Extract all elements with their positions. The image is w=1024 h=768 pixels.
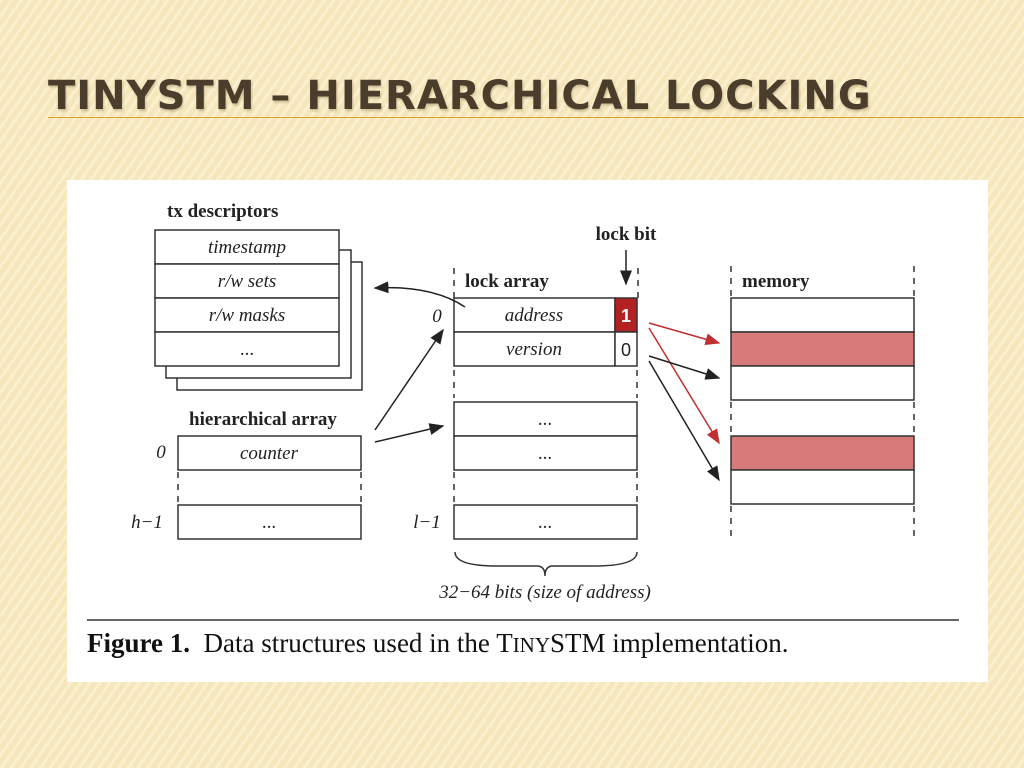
counter-to-lock-arrow — [374, 423, 445, 443]
lock-entry-last — [453, 504, 638, 540]
lock-entry — [453, 401, 638, 437]
lock-bit-clear — [614, 331, 638, 367]
caption-tinystm-t: T — [496, 628, 513, 658]
locked-pointer-arrow — [648, 327, 720, 445]
caption-tinystm-iny: INY — [512, 633, 551, 657]
figure-caption: Figure 1. Data structures used in the TI… — [87, 628, 789, 659]
tx-row-rw-sets — [154, 263, 340, 299]
memory-cell — [730, 297, 915, 333]
locked-pointer-arrow — [648, 322, 721, 346]
tinystm-diagram: tx descriptors timestamp r/w sets r/w ma… — [87, 201, 959, 621]
tx-row-label: ... — [240, 339, 254, 360]
lock-bit-label: lock bit — [596, 224, 657, 245]
tx-row-label: r/w sets — [218, 271, 277, 292]
lock-array-title: lock array — [465, 271, 549, 292]
slide-title: TINYSTM – HIERARCHICAL LOCKING — [48, 73, 872, 119]
caption-tinystm-stm: STM — [550, 628, 606, 658]
tx-row-label: r/w masks — [209, 305, 286, 326]
version-pointer-arrow — [648, 360, 720, 482]
memory-cell-locked — [730, 331, 915, 367]
title-underline — [48, 117, 1024, 118]
lock-row-label: address — [505, 305, 563, 326]
lock-row-label: version — [506, 339, 562, 360]
hier-entry-last — [177, 504, 362, 540]
hier-entry-counter — [177, 435, 362, 471]
tx-descriptors-title: tx descriptors — [167, 201, 278, 222]
hierarchical-array-title: hierarchical array — [189, 409, 337, 430]
hier-index-zero: 0 — [156, 442, 166, 463]
lock-entry-label: ... — [538, 409, 552, 430]
address-to-descriptor-arrow — [373, 281, 466, 308]
hier-index-last: h−1 — [131, 512, 163, 533]
lock-index-last: l−1 — [413, 512, 441, 533]
hier-entry-label: ... — [262, 512, 276, 533]
lock-bit-value: 0 — [621, 340, 631, 360]
counter-to-lock-arrow — [374, 328, 444, 431]
memory-cell — [730, 365, 915, 401]
caption-text: Data structures used in the — [203, 628, 497, 658]
lock-entry-version — [453, 331, 616, 367]
tx-row-label: timestamp — [208, 237, 286, 258]
hier-entry-label: counter — [240, 443, 299, 464]
caption-figure-number: Figure 1. — [87, 628, 190, 658]
figure: tx descriptors timestamp r/w sets r/w ma… — [67, 180, 988, 682]
caption-text-end: implementation. — [605, 628, 789, 658]
version-pointer-arrow — [648, 355, 721, 380]
lock-entry — [453, 435, 638, 471]
bit-width-label: 32−64 bits (size of address) — [438, 582, 651, 603]
lock-entry-label: ... — [538, 512, 552, 533]
memory-title: memory — [742, 271, 810, 292]
lock-index-zero: 0 — [432, 306, 442, 327]
lock-entry-label: ... — [538, 443, 552, 464]
lock-bit-value: 1 — [621, 306, 631, 326]
memory-cell-locked — [730, 435, 915, 471]
tx-row-more — [154, 331, 340, 367]
memory-cell — [730, 469, 915, 505]
bit-width-brace — [454, 551, 638, 577]
